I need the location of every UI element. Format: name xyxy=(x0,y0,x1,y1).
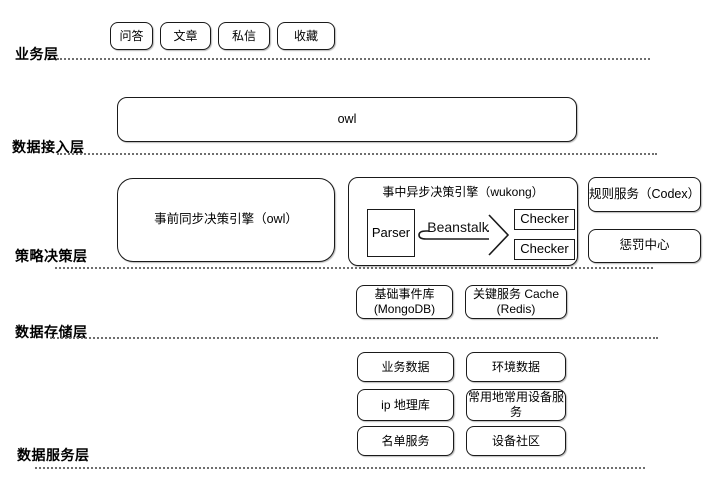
layer-label-data-access: 数据接入层 xyxy=(12,139,85,155)
node-list-service: 名单服务 xyxy=(357,426,454,456)
node-checker-1: Checker xyxy=(514,209,575,230)
layer-divider-data-access xyxy=(57,153,657,155)
event-store-line1: 基础事件库 xyxy=(374,287,435,301)
async-engine-title: 事中异步决策引擎（wukong） xyxy=(382,185,544,199)
layer-label-business: 业务层 xyxy=(15,46,59,62)
node-checker-2: Checker xyxy=(514,239,575,260)
node-device-community: 设备社区 xyxy=(466,426,566,456)
node-device-service: 常用地常用设备服务 xyxy=(466,389,566,421)
node-punishment-center: 惩罚中心 xyxy=(588,229,701,263)
node-owl-gateway: owl xyxy=(117,97,577,142)
beanstalk-queue-arrow: Beanstalk xyxy=(418,214,510,256)
layer-label-storage: 数据存储层 xyxy=(15,324,88,340)
node-favorite: 收藏 xyxy=(277,22,335,50)
layer-divider-business xyxy=(57,58,650,60)
node-ip-geo: ip 地理库 xyxy=(357,389,454,421)
node-async-engine: 事中异步决策引擎（wukong） Parser Beanstalk Checke… xyxy=(348,177,578,266)
node-env-data: 环境数据 xyxy=(466,352,566,382)
beanstalk-label: Beanstalk xyxy=(427,219,489,235)
layer-label-strategy: 策略决策层 xyxy=(15,248,88,264)
node-parser: Parser xyxy=(367,209,415,257)
cache-line1: 关键服务 Cache xyxy=(472,287,560,301)
node-private-message: 私信 xyxy=(218,22,270,50)
node-business-data: 业务数据 xyxy=(357,352,454,382)
layer-label-service: 数据服务层 xyxy=(17,447,90,463)
layer-divider-strategy xyxy=(55,267,653,269)
layer-divider-service xyxy=(35,467,645,469)
node-rule-service: 规则服务（Codex） xyxy=(588,177,701,212)
event-store-line2: (MongoDB) xyxy=(373,302,436,316)
cache-line2: (Redis) xyxy=(496,302,536,316)
node-event-store: 基础事件库 (MongoDB) xyxy=(356,285,453,319)
layer-divider-storage xyxy=(50,337,658,339)
node-qa: 问答 xyxy=(110,22,153,50)
node-pre-sync-engine: 事前同步决策引擎（owl） xyxy=(117,178,335,262)
node-cache: 关键服务 Cache (Redis) xyxy=(465,285,567,319)
node-article: 文章 xyxy=(160,22,211,50)
